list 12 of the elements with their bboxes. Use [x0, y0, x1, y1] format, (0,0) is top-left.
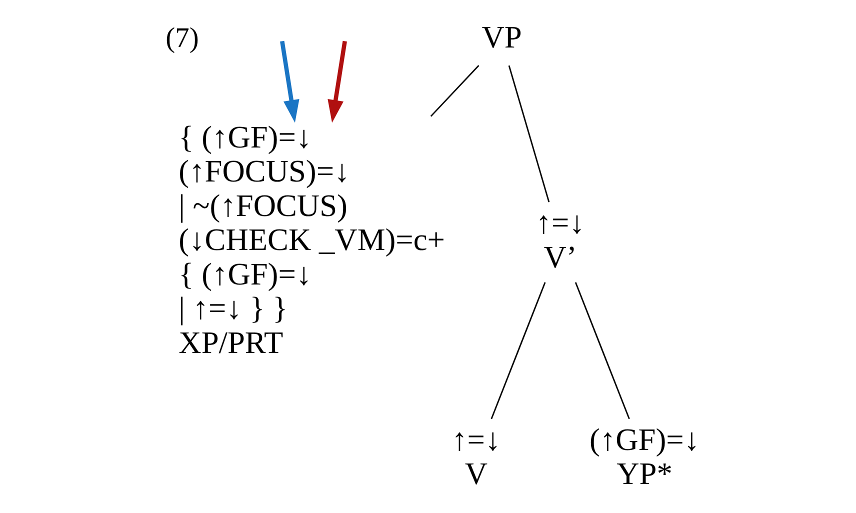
node-text: (↑GF)=↓ YP*	[589, 422, 700, 492]
connector	[490, 282, 546, 420]
arrow	[328, 40, 347, 123]
node-text: ↑=↓ V	[452, 422, 501, 492]
node-text: VP	[482, 20, 522, 55]
connector	[508, 65, 550, 202]
connector	[430, 65, 480, 117]
arrow	[280, 40, 300, 123]
connector	[574, 282, 630, 420]
node-text: ↑=↓ V’	[536, 205, 585, 274]
label: (7)	[166, 22, 199, 54]
node-text: { (↑GF)=↓ (↑FOCUS)=↓ | ~(↑FOCUS) (↓CHECK _VM)=c+ { (↑GF)=↓ | ↑=↓ } } XP/PRT	[178, 119, 445, 360]
